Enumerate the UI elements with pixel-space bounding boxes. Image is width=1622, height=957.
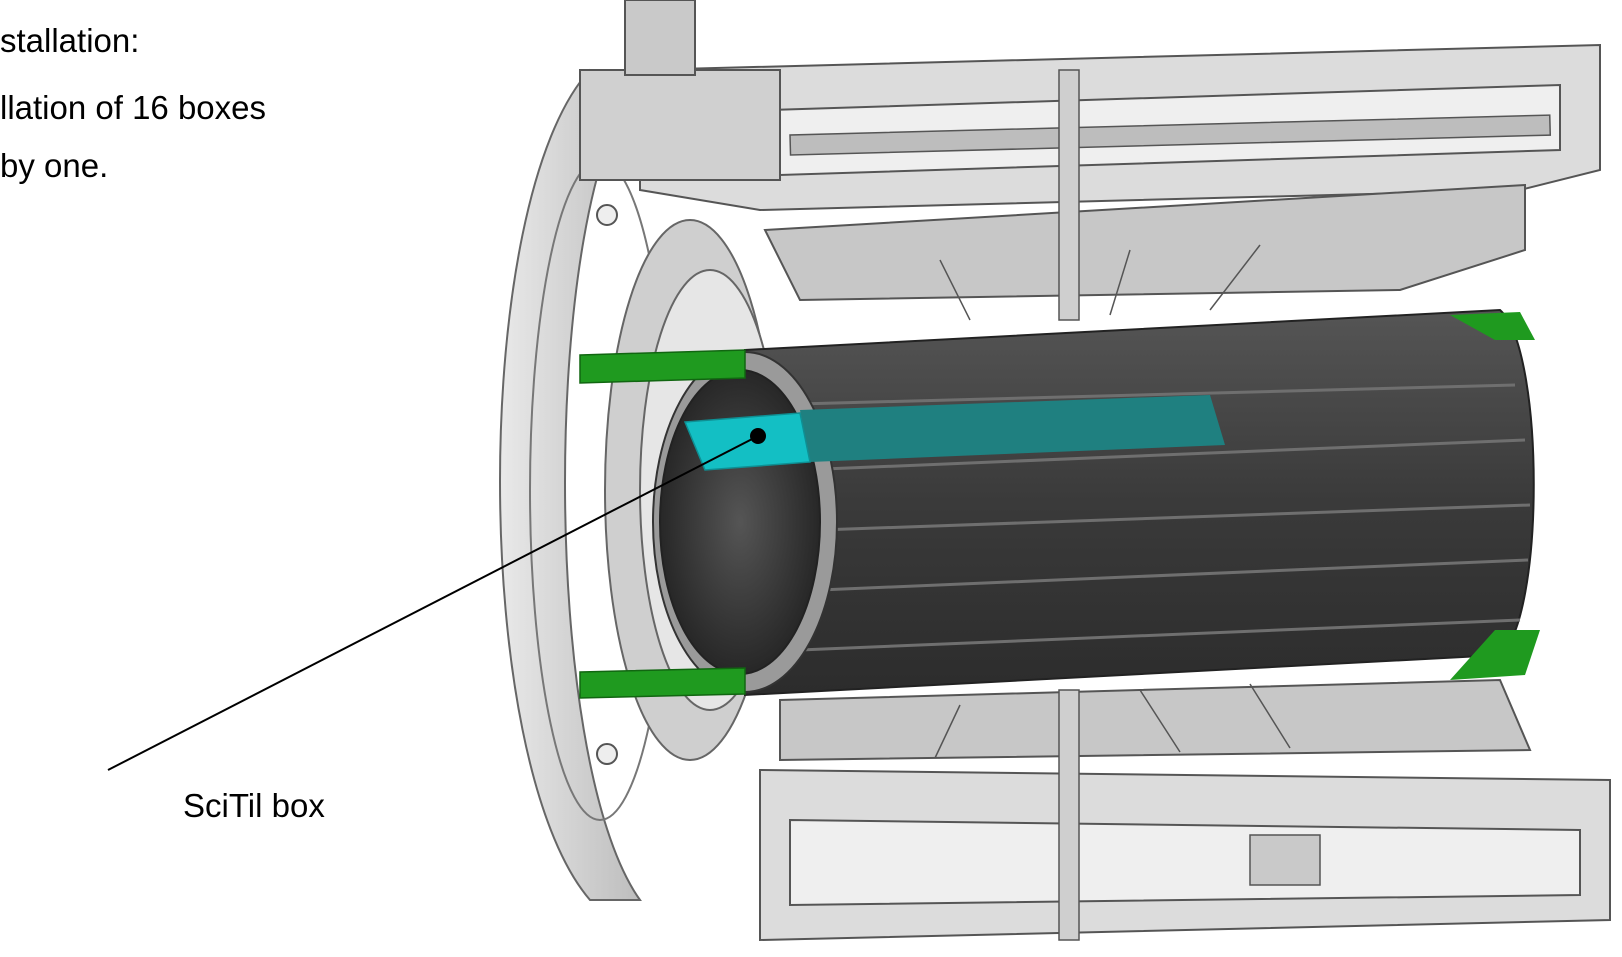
scitil-callout-leader: [107, 428, 766, 771]
intro-text-line-1: stallation:: [0, 22, 140, 59]
intro-text-line-3: by one.: [0, 147, 109, 184]
bottom-support-frame: [759, 678, 1611, 942]
barrel-cylinder: [652, 308, 1540, 697]
scitil-box-label: SciTil box: [183, 787, 325, 824]
green-installation-rails: [579, 349, 746, 699]
vertical-support-rod: [1058, 69, 1080, 941]
intro-text-line-2: llation of 16 boxes: [0, 89, 267, 126]
top-support-frame: [579, 0, 1601, 321]
